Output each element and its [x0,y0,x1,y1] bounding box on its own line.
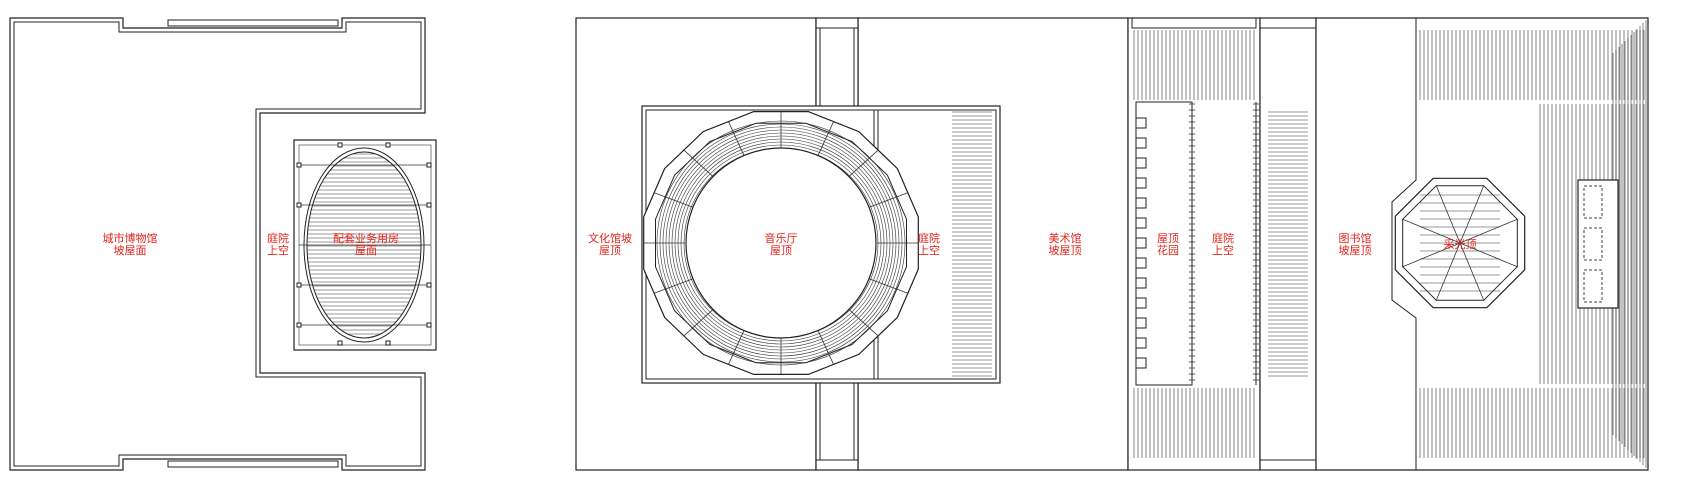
label-courtyard1-line2: 上空 [267,243,289,257]
garden-hatch-bottom [1133,388,1255,458]
label-garden-line2: 花园 [1157,244,1179,257]
label-art-line2: 坡屋顶 [1049,244,1082,257]
support-roof-frame [296,142,432,346]
label-library-line2: 坡屋顶 [1339,244,1372,257]
garden-planters [1135,117,1147,369]
label-skylight: 采光顶 [1444,237,1477,251]
concert-hall-roof [643,110,919,375]
label-museum-line1: 城市博物馆 [103,231,158,245]
label-art-line1: 美术馆 [1049,231,1082,245]
label-courtyard1-line1: 庭院 [267,231,289,245]
label-courtyard2-line1: 庭院 [918,231,940,245]
label-garden-line1: 屋顶 [1157,232,1179,245]
left-building [9,17,437,471]
library-edge-steps [1612,20,1647,468]
label-library-line1: 图书馆 [1339,231,1372,245]
label-museum-line2: 坡屋面 [114,244,147,257]
label-culture-line2: 屋顶 [599,244,621,257]
label-support-line2: 屋面 [355,244,377,257]
label-support-line1: 配套业务用房 [333,232,399,245]
library-skylight [1394,177,1526,309]
label-culture-line1: 文化馆坡 [588,231,632,245]
label-courtyard3-line1: 庭院 [1212,231,1234,245]
label-courtyard2-line2: 上空 [918,243,940,257]
labels: 城市博物馆 坡屋面 庭院 上空 配套业务用房 屋面 文化馆坡 屋顶 音乐厅 屋顶… [103,231,1477,257]
right-complex [575,17,1649,471]
concert-side-steps [952,111,992,377]
label-concert-line2: 屋顶 [770,244,792,257]
connector-hatch [1268,111,1308,377]
museum-roof-outline [9,17,426,471]
library-light-panels [1577,179,1619,309]
garden-hatch-top [1133,30,1255,100]
label-courtyard3-line2: 上空 [1212,243,1234,257]
garden-railing [1189,103,1259,381]
label-concert-line1: 音乐厅 [765,231,798,245]
